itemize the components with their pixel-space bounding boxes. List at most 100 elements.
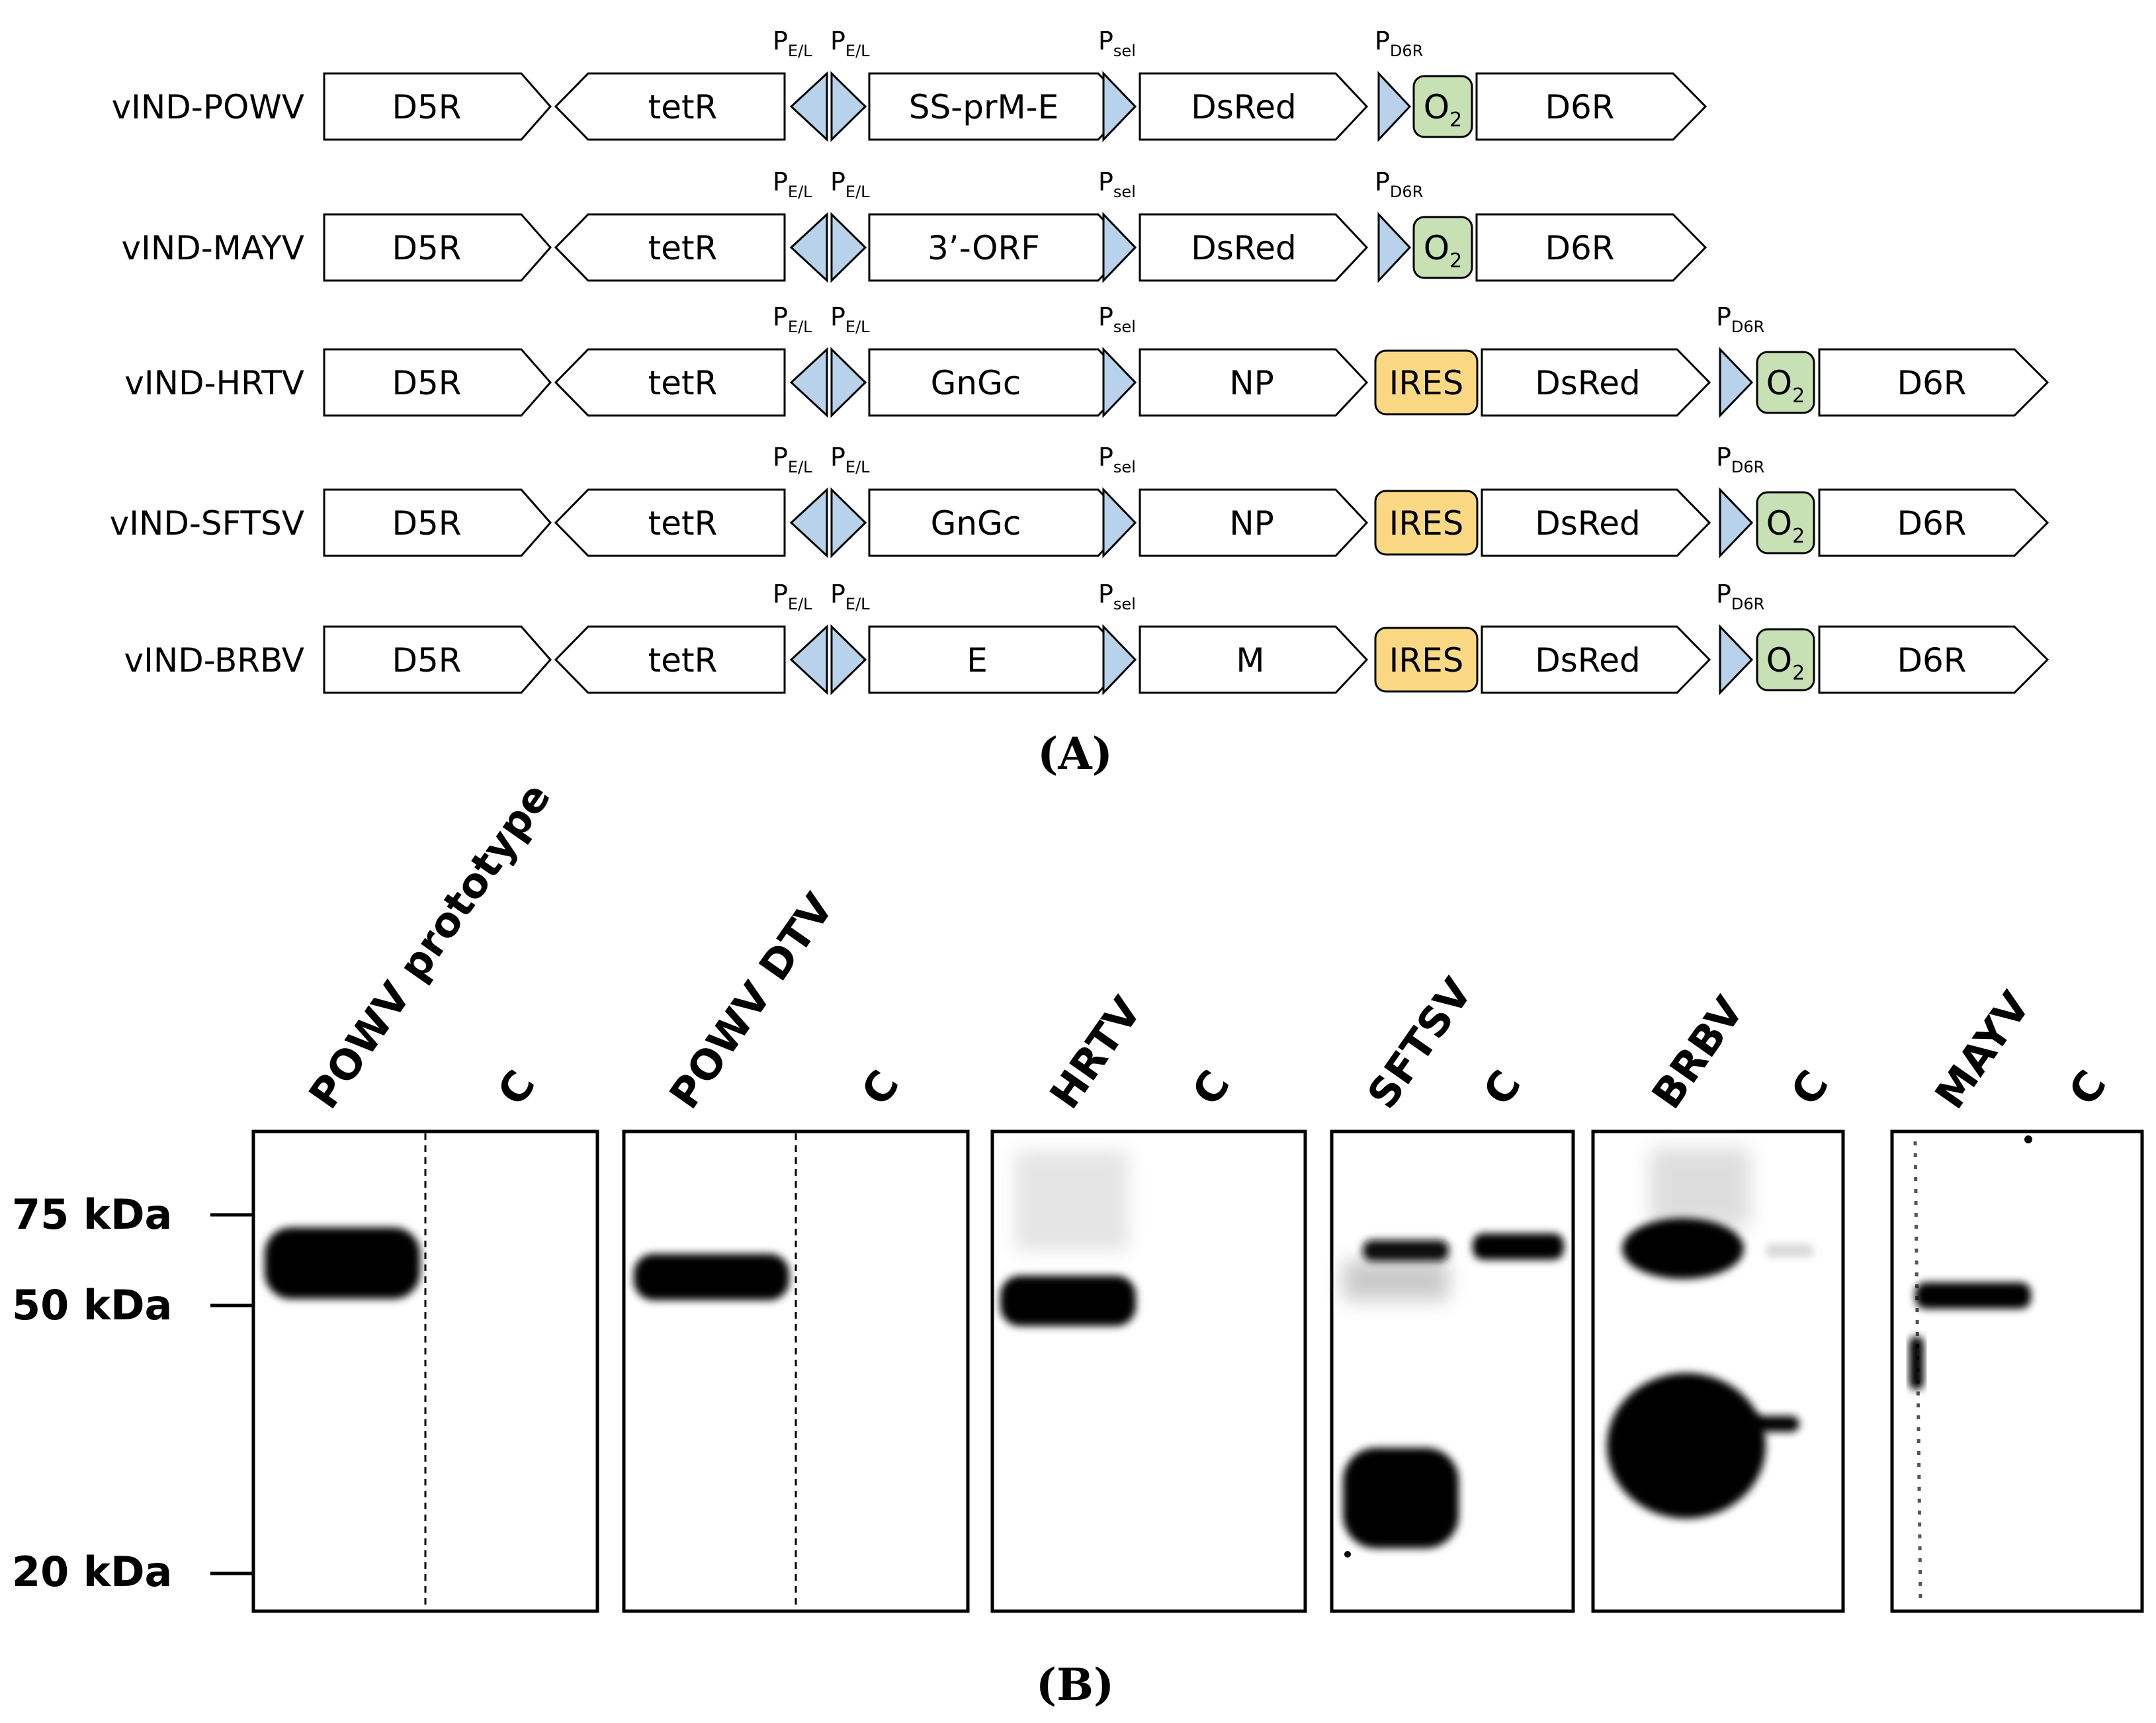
construct-row: vIND-HRTV D5R tetR GnGc NP IRES DsRed O2… xyxy=(124,302,2049,418)
gene-insert-label: E xyxy=(967,641,988,680)
gene-insert-label: SS-prM-E xyxy=(909,88,1059,126)
operator-o2 xyxy=(1756,628,1815,691)
gene-reporter xyxy=(1139,72,1369,141)
gene-d5r xyxy=(323,72,552,141)
promoter-label: Psel xyxy=(1098,26,1136,60)
promoter-label: Psel xyxy=(1098,443,1136,476)
gene-tetr xyxy=(554,72,786,141)
blot-speck xyxy=(2024,1135,2032,1143)
marker-50: 50 kDa xyxy=(12,1281,172,1329)
gene-reporter xyxy=(1481,348,1711,417)
promoter-label: PD6R xyxy=(1716,443,1764,476)
promoter-sel xyxy=(1102,212,1137,283)
promoter-el-left xyxy=(789,624,828,695)
ires-element xyxy=(1374,490,1479,556)
blot-powv-prototype xyxy=(251,1129,599,1613)
gene-insert-label: GnGc xyxy=(931,364,1021,402)
promoter-sel xyxy=(1102,71,1137,142)
promoter-d6r xyxy=(1719,624,1754,695)
band-smear xyxy=(1651,1148,1750,1227)
band-tail xyxy=(1746,1416,1799,1432)
band xyxy=(1473,1233,1564,1260)
lane-label: C xyxy=(488,1061,544,1114)
promoter-label: PE/L xyxy=(830,580,870,613)
band-faint xyxy=(1766,1244,1813,1257)
operator-o2-label: O2 xyxy=(1766,641,1805,685)
operator-o2 xyxy=(1412,75,1473,138)
promoter-el-left xyxy=(789,347,828,418)
gene-reporter-label: DsRed xyxy=(1191,229,1297,267)
gene-d6r xyxy=(1475,72,1707,141)
promoter-label: Psel xyxy=(1098,580,1136,613)
gene-d6r xyxy=(1818,625,2049,694)
promoter-label: Psel xyxy=(1098,167,1136,201)
operator-o2 xyxy=(1756,491,1815,554)
blot-brbv xyxy=(1591,1129,1845,1613)
promoter-d6r xyxy=(1377,71,1412,142)
gene-insert-label: GnGc xyxy=(931,504,1021,543)
band xyxy=(1363,1240,1449,1261)
panel-a-tag: (A) xyxy=(1037,728,1113,779)
gene-tetr xyxy=(554,488,786,557)
gene-reporter-label: DsRed xyxy=(1535,641,1641,680)
gene-insert-2-label: NP xyxy=(1229,364,1274,402)
promoter-sel xyxy=(1102,487,1137,558)
row-label: vIND-POWV xyxy=(112,88,304,126)
band-smear xyxy=(1015,1151,1128,1251)
gene-tetr-label: tetR xyxy=(648,504,718,543)
gene-insert-2 xyxy=(1139,625,1369,694)
band xyxy=(1622,1218,1744,1279)
gene-d6r xyxy=(1818,488,2049,557)
panel-b-tag: (B) xyxy=(1036,1659,1114,1710)
lane-label: C xyxy=(2059,1061,2116,1114)
gene-reporter-label: DsRed xyxy=(1191,88,1297,126)
promoter-label: PD6R xyxy=(1716,580,1764,613)
promoter-label: PD6R xyxy=(1375,26,1423,60)
lane-label: MAYV xyxy=(1925,983,2040,1118)
operator-o2-label: O2 xyxy=(1766,504,1805,548)
gene-reporter xyxy=(1139,213,1369,282)
gene-d5r-label: D5R xyxy=(392,504,461,543)
gene-reporter-label: DsRed xyxy=(1535,364,1641,402)
promoter-d6r xyxy=(1377,212,1412,283)
lane-label: C xyxy=(1781,1061,1838,1114)
operator-o2-label: O2 xyxy=(1424,229,1462,273)
row-label: vIND-SFTSV xyxy=(110,504,304,543)
blot-speck xyxy=(1344,1551,1351,1558)
blot-mayv xyxy=(1890,1129,2144,1613)
operator-o2-label: O2 xyxy=(1766,364,1805,408)
construct-row: vIND-POWV D5R tetR SS-prM-E DsRed O2 D6R… xyxy=(112,26,1707,142)
promoter-label: PE/L xyxy=(773,26,812,60)
gene-d5r xyxy=(323,348,552,417)
blot-hrtv xyxy=(990,1129,1307,1613)
gene-d5r-label: D5R xyxy=(392,229,461,267)
band xyxy=(634,1254,789,1300)
lane-label: C xyxy=(1182,1061,1239,1114)
lane-label: BRBV xyxy=(1642,988,1752,1118)
gene-d6r-label: D6R xyxy=(1545,88,1614,126)
band xyxy=(1607,1373,1766,1519)
gene-d6r-label: D6R xyxy=(1897,504,1966,543)
panel-a-construct-diagram: vIND-POWV D5R tetR SS-prM-E DsRed O2 D6R… xyxy=(110,26,2049,779)
row-label: vIND-HRTV xyxy=(124,364,304,402)
construct-row: vIND-MAYV D5R tetR 3’-ORF DsRed O2 D6R P… xyxy=(122,167,1707,283)
gene-d5r-label: D5R xyxy=(392,641,461,680)
row-label: vIND-MAYV xyxy=(122,229,305,267)
gene-d5r xyxy=(323,213,552,282)
promoter-label: PE/L xyxy=(830,167,870,201)
gene-d5r xyxy=(323,488,552,557)
gene-insert-2-label: M xyxy=(1236,641,1264,680)
gene-d6r-label: D6R xyxy=(1897,641,1966,680)
promoter-d6r xyxy=(1719,487,1754,558)
construct-row: vIND-SFTSV D5R tetR GnGc NP IRES DsRed O… xyxy=(110,443,2049,558)
promoter-label: PE/L xyxy=(773,443,812,476)
gene-insert-label: 3’-ORF xyxy=(927,229,1040,267)
gene-d5r-label: D5R xyxy=(392,364,461,402)
promoter-label: PE/L xyxy=(830,26,870,60)
ires-label: IRES xyxy=(1389,504,1464,543)
gene-insert-2-label: NP xyxy=(1229,504,1274,543)
blot-edge-blob xyxy=(1909,1337,1924,1390)
gene-reporter xyxy=(1481,488,1711,557)
lane-label: C xyxy=(851,1061,908,1114)
